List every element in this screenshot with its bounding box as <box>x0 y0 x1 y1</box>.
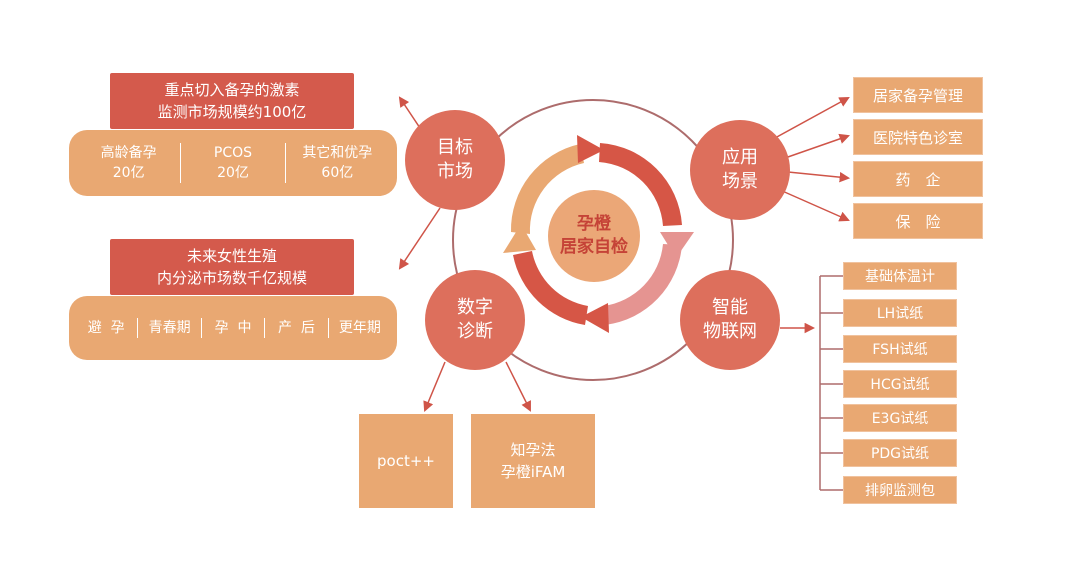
node-label: 场景 <box>722 171 758 192</box>
market-2-segments: 避 孕 青春期 孕 中 产 后 更年期 <box>69 296 397 360</box>
market-2-segment: 青春期 <box>137 318 200 338</box>
market-1-segment: PCOS 20亿 <box>180 143 284 183</box>
node-label: 诊断 <box>457 321 493 342</box>
market-2-segment: 产 后 <box>264 318 327 338</box>
cycle-segment-2 <box>603 244 682 325</box>
cycle-arrow-2 <box>660 232 694 258</box>
market-1-segment: 其它和优孕 60亿 <box>284 143 389 183</box>
iot-item: FSH试纸 <box>843 335 957 363</box>
segment-label: 高龄备孕 <box>100 145 157 161</box>
segment-label: 其它和优孕 <box>302 145 373 161</box>
center-node: 孕橙 居家自检 <box>548 190 640 282</box>
arrow-to-diag-2 <box>505 361 531 412</box>
iot-item: E3G试纸 <box>843 404 957 432</box>
market-1-segment: 高龄备孕 20亿 <box>77 143 180 183</box>
iot-item: 基础体温计 <box>843 262 957 290</box>
market-1-header: 重点切入备孕的激素 监测市场规模约100亿 <box>110 73 354 129</box>
arrow-to-market-2 <box>398 207 441 270</box>
diagnosis-label: 知孕法 <box>510 441 556 459</box>
outer-ring <box>452 99 734 381</box>
center-label: 孕橙 <box>577 214 611 234</box>
node-application: 应用 场景 <box>690 120 790 220</box>
center-label: 居家自检 <box>560 237 628 257</box>
diagnosis-label: poct++ <box>377 452 435 470</box>
segment-value: 20亿 <box>112 165 145 181</box>
iot-item: LH试纸 <box>843 299 957 327</box>
segment-label: PCOS <box>213 145 253 161</box>
node-label: 目标 <box>437 137 473 158</box>
cycle-segment-1 <box>599 143 682 226</box>
arrow-to-app-1 <box>774 96 850 139</box>
arrow-to-app-2 <box>784 133 850 159</box>
cycle-arrow-1 <box>577 135 604 163</box>
iot-item: PDG试纸 <box>843 439 957 467</box>
market-2-segment: 孕 中 <box>200 318 264 338</box>
node-target-market: 目标 市场 <box>405 110 505 210</box>
market-2-segment: 避 孕 <box>87 320 125 336</box>
node-label: 智能 <box>712 297 748 318</box>
market-2-segment: 更年期 <box>327 318 391 338</box>
cycle-arrow-4 <box>503 224 536 253</box>
diagnosis-box-ifam: 知孕法 孕橙iFAM <box>471 414 595 508</box>
center-cycle <box>503 135 694 333</box>
market-2-header-line1: 未来女性生殖 <box>186 247 277 265</box>
diagnosis-label: 孕橙iFAM <box>500 463 566 481</box>
node-label: 市场 <box>437 161 473 182</box>
iot-item: 排卵监测包 <box>843 476 957 504</box>
app-box: 居家备孕管理 <box>853 77 983 113</box>
arrow-to-app-3 <box>787 171 851 183</box>
app-box: 保 险 <box>853 203 983 239</box>
iot-bracket <box>819 275 843 491</box>
cycle-arrow-3 <box>581 303 609 333</box>
market-2-header-line2: 内分泌市场数千亿规模 <box>156 269 307 287</box>
app-box: 药 企 <box>853 161 983 197</box>
iot-item: HCG试纸 <box>843 370 957 398</box>
node-label: 数字 <box>457 297 493 318</box>
app-box: 医院特色诊室 <box>853 119 983 155</box>
node-digital-diagnosis: 数字 诊断 <box>425 270 525 370</box>
arrow-to-app-4 <box>779 189 850 222</box>
node-smart-iot: 智能 物联网 <box>680 270 780 370</box>
market-2-header: 未来女性生殖 内分泌市场数千亿规模 <box>110 239 354 295</box>
market-1-header-line1: 重点切入备孕的激素 <box>164 81 300 99</box>
market-1-header-line2: 监测市场规模约100亿 <box>157 103 307 121</box>
diagnosis-box-poct: poct++ <box>359 414 453 508</box>
cycle-segment-4 <box>510 144 584 234</box>
market-1-segments: 高龄备孕 20亿 PCOS 20亿 其它和优孕 60亿 <box>69 130 397 196</box>
segment-value: 20亿 <box>217 165 249 181</box>
node-label: 物联网 <box>703 321 757 342</box>
node-label: 应用 <box>722 147 758 168</box>
arrow-to-diag-1 <box>423 361 446 412</box>
cycle-segment-3 <box>513 251 588 325</box>
segment-value: 60亿 <box>321 165 354 181</box>
